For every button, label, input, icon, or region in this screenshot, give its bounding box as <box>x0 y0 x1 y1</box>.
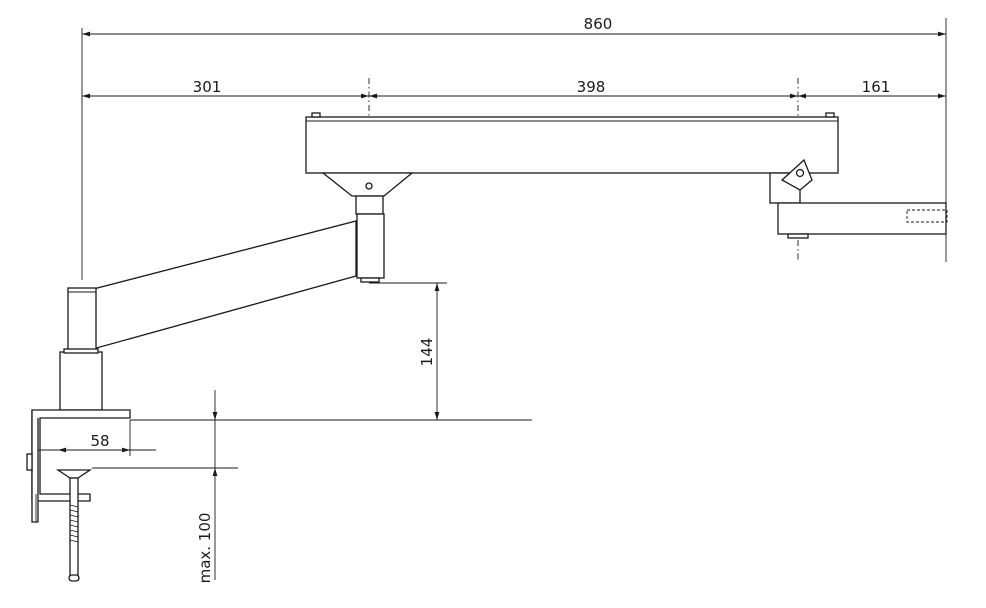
dimension-label-860: 860 <box>584 15 613 33</box>
dimension-height: 144 <box>130 282 532 421</box>
dimension-label-301: 301 <box>193 78 222 96</box>
upper-joint <box>321 172 414 197</box>
dimension-clamp-opening: max. 100 <box>92 390 238 583</box>
dimension-label-398: 398 <box>577 78 606 96</box>
dimension-label-58: 58 <box>90 432 109 450</box>
base-column <box>59 287 103 411</box>
table-clamp <box>26 409 131 582</box>
dimension-clamp-width: 58 <box>38 420 156 456</box>
upper-arm <box>305 112 839 174</box>
dimension-chain: 301 398 161 <box>82 78 946 99</box>
dimension-label-max-100: max. 100 <box>196 513 214 584</box>
dimension-total-reach: 860 <box>81 15 947 280</box>
lower-arm <box>81 220 357 353</box>
dimension-label-161: 161 <box>862 78 891 96</box>
dimension-label-144: 144 <box>418 338 436 367</box>
end-mount <box>769 158 948 239</box>
pivot-post <box>355 195 385 283</box>
